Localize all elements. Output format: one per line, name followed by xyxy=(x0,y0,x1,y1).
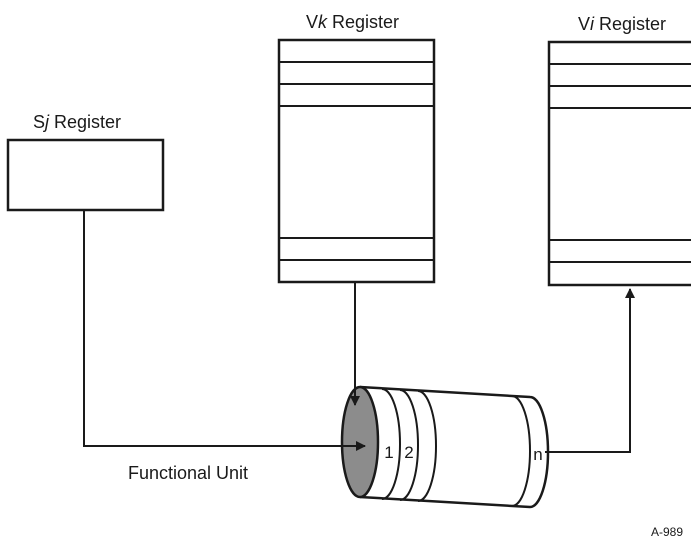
segment-label-2: 2 xyxy=(404,443,413,462)
figure-id: A-989 xyxy=(651,525,683,539)
vk-register-box xyxy=(277,38,436,284)
functional-unit-label: Functional Unit xyxy=(128,463,248,483)
vi-register: Vi Register xyxy=(547,14,691,287)
segment-label-1: 1 xyxy=(384,443,393,462)
segment-divider-1 xyxy=(381,388,401,500)
vi-register-box xyxy=(547,40,691,287)
functional-unit-input-face xyxy=(340,385,380,499)
sj-register-label: Sj Register xyxy=(33,112,121,132)
segment-divider-3 xyxy=(417,390,437,502)
sj-register-box xyxy=(6,138,165,212)
functional-unit: 1 2 n xyxy=(340,385,550,509)
sj-register: Sj Register xyxy=(6,112,165,212)
segment-divider-4 xyxy=(511,395,531,507)
unit-to-vi-arrow xyxy=(545,288,635,453)
segment-divider-2 xyxy=(399,389,419,501)
vk-register: Vk Register xyxy=(277,12,436,284)
segment-label-n: n xyxy=(533,445,542,464)
vi-register-label: Vi Register xyxy=(578,14,666,34)
vk-register-label: Vk Register xyxy=(306,12,399,32)
sj-to-unit-arrow xyxy=(83,210,366,451)
